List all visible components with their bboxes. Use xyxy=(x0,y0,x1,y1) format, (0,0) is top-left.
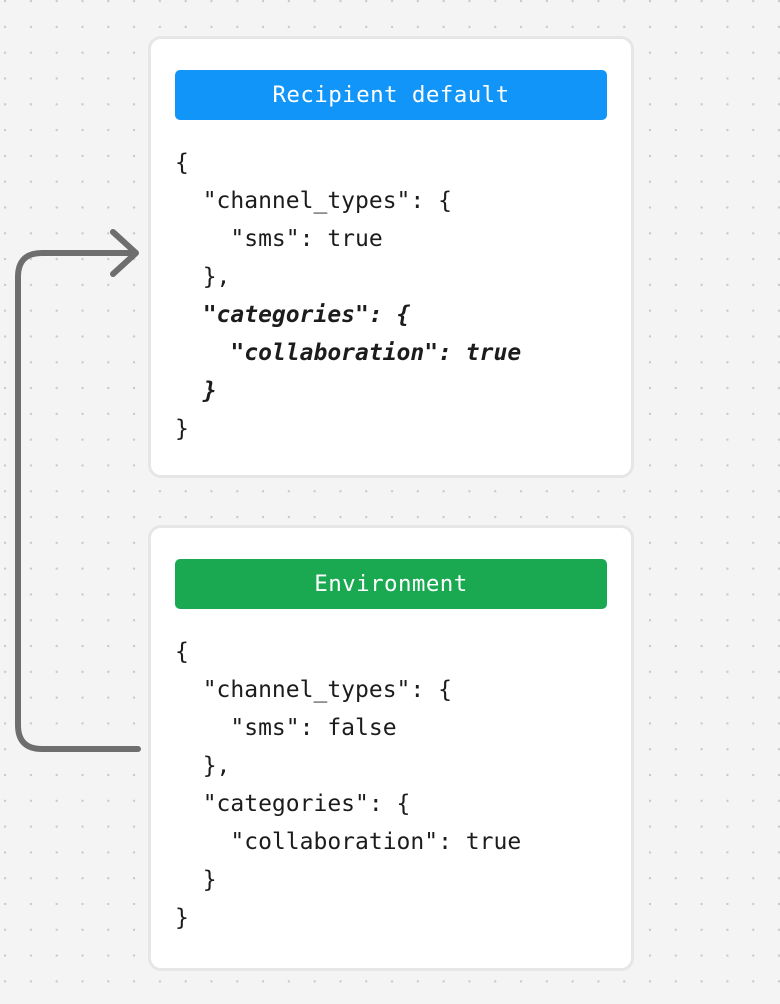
code-line: } xyxy=(175,905,189,931)
code-line: "channel_types": { xyxy=(175,677,452,703)
code-line: }, xyxy=(175,264,231,290)
code-line: "sms": true xyxy=(175,226,383,252)
code-block-environment: { "channel_types": { "sms": false }, "ca… xyxy=(175,633,607,937)
card-environment: Environment { "channel_types": { "sms": … xyxy=(148,525,634,971)
code-block-recipient-default: { "channel_types": { "sms": true }, "cat… xyxy=(175,144,607,448)
card-recipient-default: Recipient default { "channel_types": { "… xyxy=(148,36,634,478)
arrow-head-icon xyxy=(110,229,139,277)
code-line: "categories": { xyxy=(175,791,411,817)
card-title-recipient-default: Recipient default xyxy=(272,81,510,108)
code-line: } xyxy=(175,867,217,893)
inheritance-arrow-path xyxy=(15,250,141,752)
code-line: { xyxy=(175,639,189,665)
code-line: } xyxy=(175,378,217,404)
code-line: "sms": false xyxy=(175,715,397,741)
code-line: } xyxy=(175,416,189,442)
card-header-environment[interactable]: Environment xyxy=(175,559,607,609)
card-title-environment: Environment xyxy=(314,570,468,597)
code-line: { xyxy=(175,150,189,176)
code-line: "categories": { xyxy=(175,302,411,328)
code-line: "collaboration": true xyxy=(175,340,522,366)
code-line: }, xyxy=(175,753,231,779)
card-header-recipient-default[interactable]: Recipient default xyxy=(175,70,607,120)
code-line: "channel_types": { xyxy=(175,188,452,214)
code-line: "collaboration": true xyxy=(175,829,522,855)
